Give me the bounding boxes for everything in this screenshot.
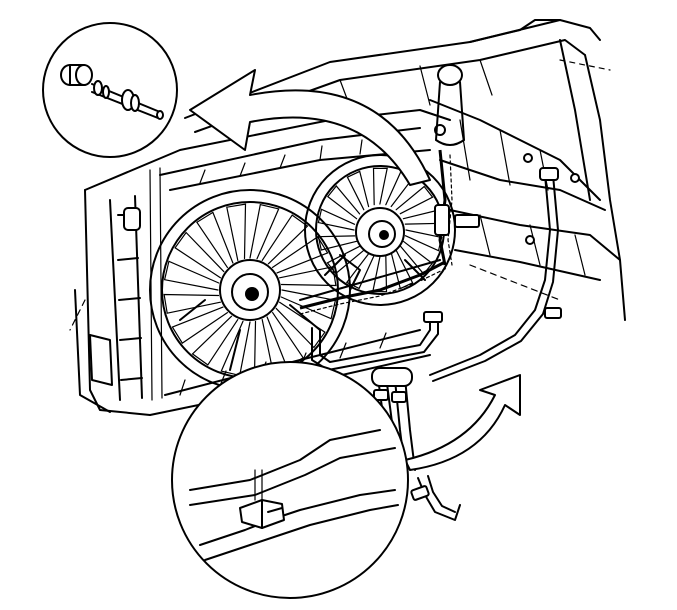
fan-blade bbox=[196, 211, 234, 268]
fan-blade bbox=[326, 185, 361, 220]
fan-blade bbox=[317, 235, 358, 251]
fan-blade bbox=[249, 203, 280, 260]
fan-blade bbox=[317, 208, 356, 231]
fan-blade bbox=[346, 170, 370, 211]
fan-blade bbox=[163, 260, 220, 291]
right-cooling-fan bbox=[304, 154, 456, 306]
fan-blade bbox=[266, 312, 304, 369]
fan-blade bbox=[174, 231, 225, 279]
fan-blade bbox=[399, 240, 434, 275]
fan-blade bbox=[272, 236, 329, 274]
fan-blade bbox=[261, 214, 309, 265]
fan-blade bbox=[191, 315, 239, 366]
rotate-arrow-icon bbox=[189, 69, 431, 186]
fan-blade bbox=[372, 254, 388, 293]
fan-blade bbox=[372, 167, 388, 206]
fan-blade bbox=[220, 320, 251, 377]
rotate-arrow-icon bbox=[404, 374, 521, 471]
fan-blade bbox=[395, 185, 434, 215]
fan-blade bbox=[226, 203, 247, 261]
wiring-harness bbox=[299, 149, 480, 315]
fan-blade bbox=[171, 306, 228, 344]
left-cooling-fan bbox=[149, 189, 351, 391]
line-clip-detail-callout bbox=[171, 361, 409, 599]
fastener-detail-callout bbox=[42, 22, 178, 158]
